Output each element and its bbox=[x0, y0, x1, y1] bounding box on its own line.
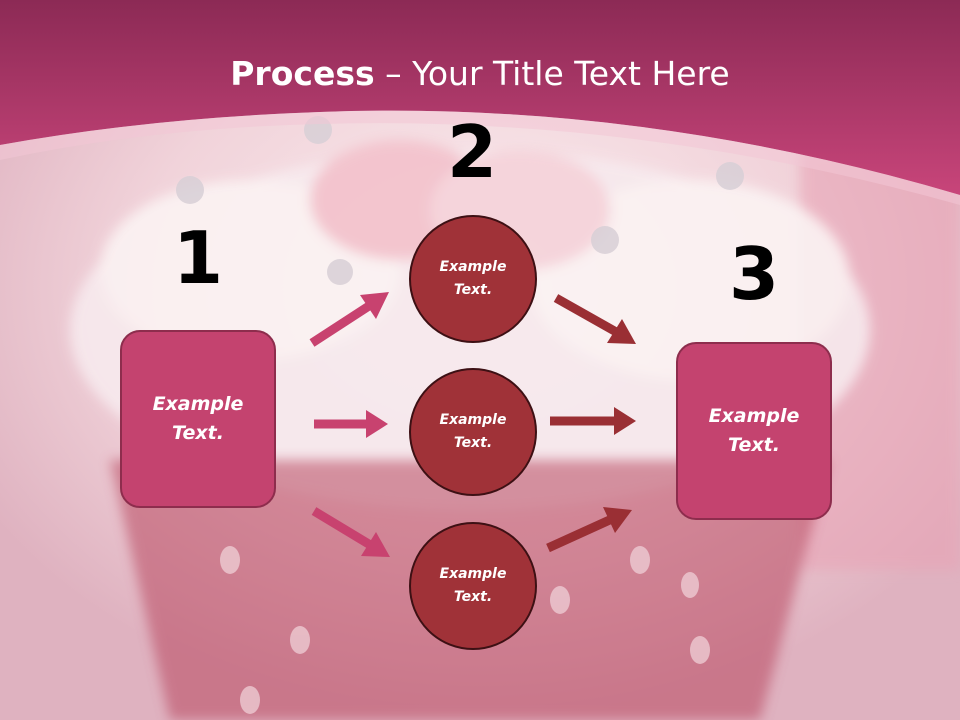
step-number-1: 1 bbox=[172, 216, 224, 300]
circle-top: Example Text. bbox=[409, 215, 537, 343]
circle-top-text: Example Text. bbox=[439, 259, 507, 298]
left-box: Example Text. bbox=[120, 330, 276, 508]
title-rest: – Your Title Text Here bbox=[374, 54, 730, 93]
right-box-text: Example Text. bbox=[708, 405, 800, 456]
left-box-text: Example Text. bbox=[152, 393, 244, 444]
circle-bottom-text: Example Text. bbox=[439, 566, 507, 605]
circle-middle-text: Example Text. bbox=[439, 412, 507, 451]
step-number-3: 3 bbox=[728, 232, 780, 316]
right-box: Example Text. bbox=[676, 342, 832, 520]
slide-title: Process – Your Title Text Here bbox=[0, 52, 960, 96]
title-bold: Process bbox=[230, 54, 375, 93]
step-number-2: 2 bbox=[446, 110, 498, 194]
circle-middle: Example Text. bbox=[409, 368, 537, 496]
circle-bottom: Example Text. bbox=[409, 522, 537, 650]
